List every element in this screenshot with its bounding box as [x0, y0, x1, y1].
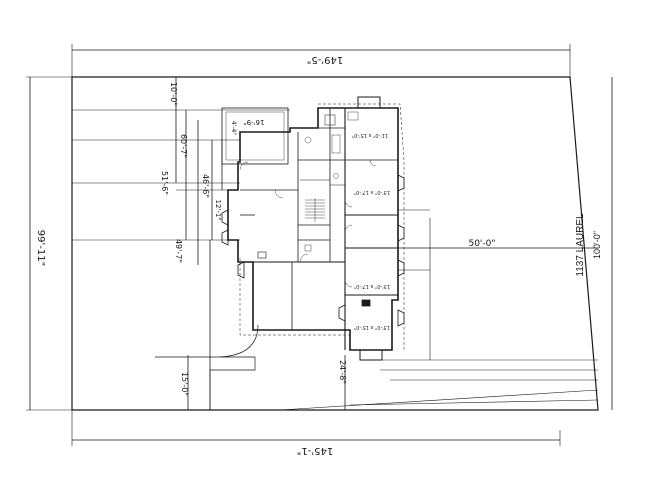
rear-setback-label: 10'-0"	[169, 82, 178, 106]
dim-51-label: 51'-6"	[160, 171, 169, 195]
top-dimension-label: 149'-5"	[307, 54, 343, 65]
dim-15-label: 15'-0"	[180, 372, 189, 396]
property-boundary	[71, 76, 599, 411]
room-dimension-label: 11'-0" x 15'-0"	[352, 132, 388, 138]
dim-4-label: 4'-4"	[230, 121, 237, 135]
house-footprint	[221, 96, 405, 361]
room-dimension-label: 13'-0" x 17'-0"	[354, 283, 390, 289]
dim-16-label: 16'-9"	[243, 118, 264, 126]
left-overall-label: 99'-11"	[35, 230, 46, 266]
room-dimension-label: 13'-0" x 15'-0"	[354, 324, 390, 330]
room-dimension-label: 13'-0" x 17'-0"	[354, 189, 390, 195]
rear-patio	[221, 107, 289, 165]
dim-49-label: 49'-7"	[174, 239, 183, 263]
dim-50-label: 50'-0"	[468, 239, 495, 249]
dim-12-label: 12'-1"	[214, 199, 222, 220]
street-width-label: 100'-0"	[592, 231, 602, 259]
dim-46-label: 46'-6"	[201, 174, 210, 198]
dim-60-label: 60'-7"	[179, 134, 188, 158]
bottom-dimension-label: 145'-1"	[297, 445, 333, 456]
street-name-label: 1137 LAUREL	[575, 213, 586, 277]
dim-24-label: 24'-8"	[338, 360, 347, 384]
